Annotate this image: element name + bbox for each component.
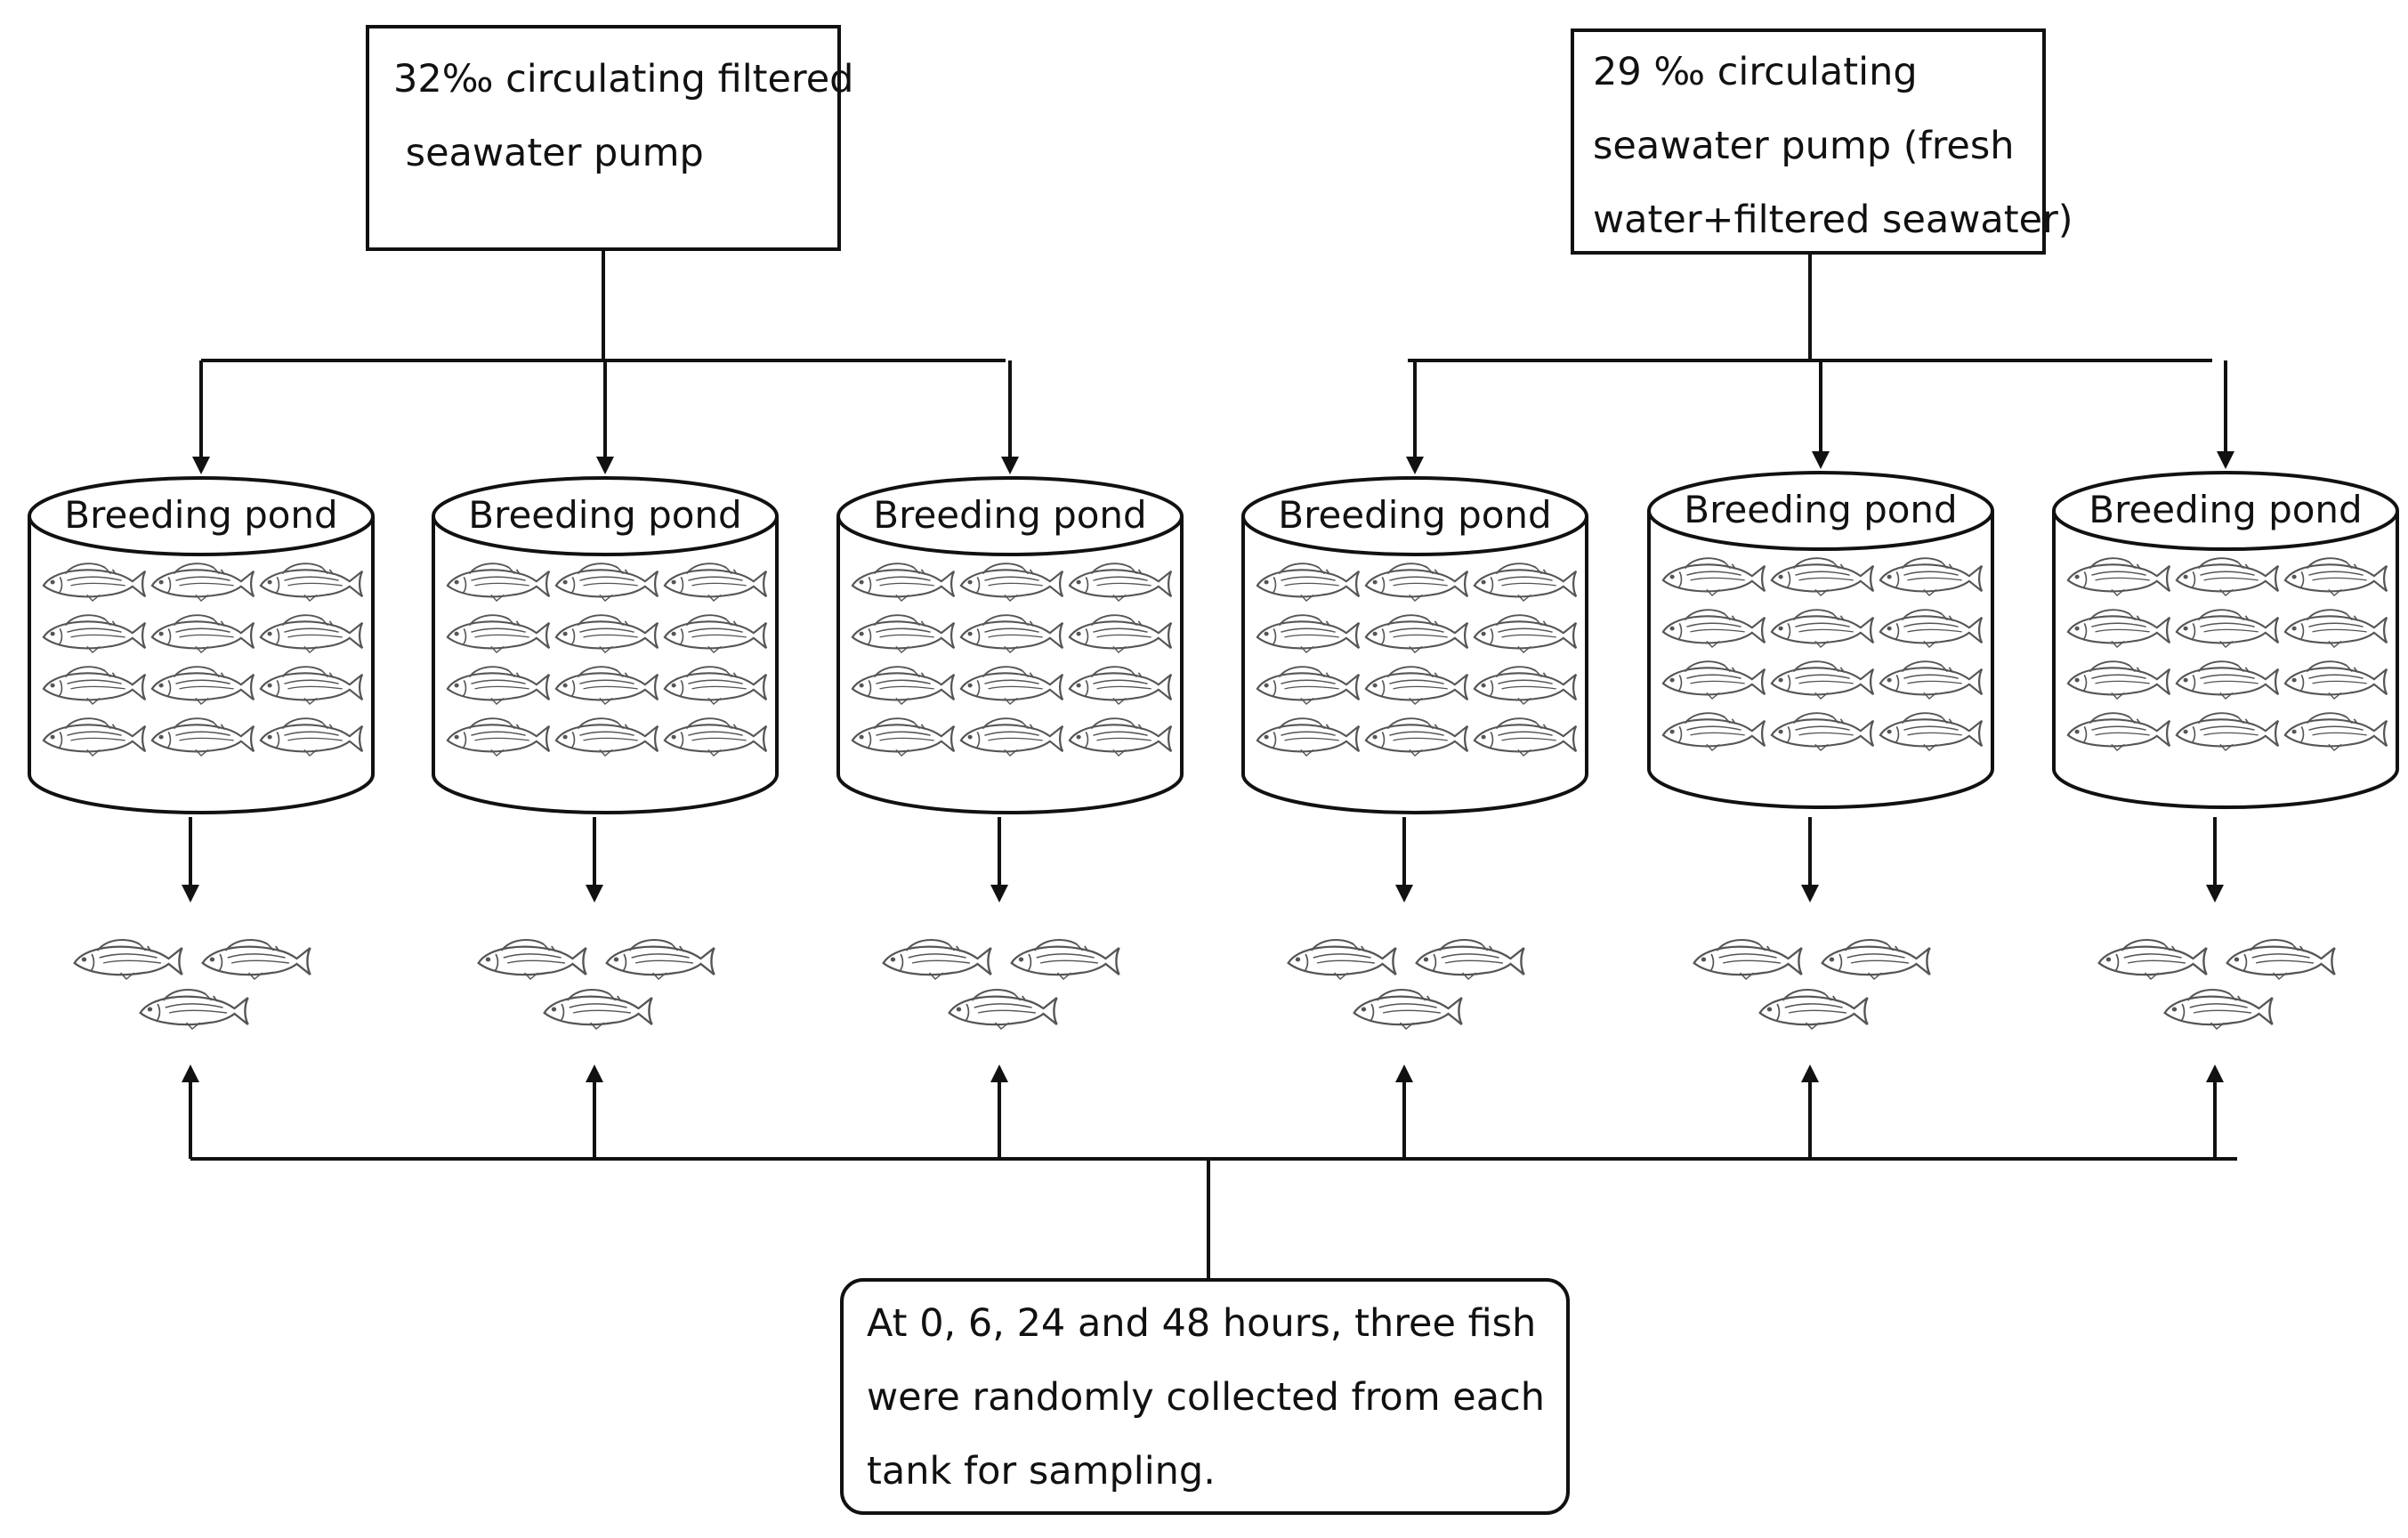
pond-rim (1241, 476, 1588, 556)
fish-icon (1415, 938, 1525, 981)
source-label-29: 29 ‰ circulating seawater pump (fresh wa… (1593, 36, 2073, 257)
sampled-fish-group (477, 938, 715, 1031)
sampling-label-line: tank for sampling. (867, 1449, 1216, 1493)
pond-rim (432, 476, 779, 556)
breeding-pond (1241, 476, 1588, 814)
fish-icon (1287, 938, 1397, 981)
source-label-line: seawater pump (393, 131, 704, 175)
sampling-label-line: were randomly collected from each (867, 1375, 1545, 1420)
fish-icon (948, 988, 1058, 1031)
source-box-29 (1571, 28, 2046, 255)
pond-rim (1647, 471, 1994, 551)
source-label-line: seawater pump (fresh (1593, 124, 2015, 168)
pond-body (432, 516, 779, 814)
sampling-box (840, 1278, 1570, 1515)
pond-rim (2052, 471, 2399, 551)
pond-body (1241, 516, 1588, 814)
fish-icon (2163, 988, 2274, 1031)
fish-icon (1010, 938, 1120, 981)
source-label-32: 32‰ circulating filtered seawater pump (393, 43, 853, 190)
fish-icon (882, 938, 992, 981)
pond-rim (28, 476, 375, 556)
fish-icon (139, 988, 249, 1031)
pond-body (1647, 511, 1994, 809)
breeding-pond (432, 476, 779, 814)
pond-body (836, 516, 1184, 814)
fish-icon (201, 938, 311, 981)
pond-label: Breeding pond (873, 493, 1147, 537)
sampling-label-line: At 0, 6, 24 and 48 hours, three fish (867, 1301, 1537, 1346)
sampled-fish-group (1287, 938, 1525, 1031)
sampled-fish-group (2097, 938, 2336, 1031)
fish-icon (2097, 938, 2208, 981)
fish-icon (543, 988, 653, 1031)
pond-label: Breeding pond (64, 493, 338, 537)
fish-icon (1693, 938, 1803, 981)
pond-rim (836, 476, 1184, 556)
source-box-32 (366, 25, 841, 251)
source-label-line: 32‰ circulating filtered (393, 57, 854, 101)
breeding-pond (1647, 471, 1994, 809)
source-label-line: water+filtered seawater) (1593, 198, 2073, 242)
fish-icon (1353, 988, 1463, 1031)
breeding-pond (836, 476, 1184, 814)
fish-icon (605, 938, 715, 981)
pond-label: Breeding pond (1684, 488, 1958, 531)
sampled-fish-group (1693, 938, 1931, 1031)
fish-icon (477, 938, 587, 981)
breeding-pond (2052, 471, 2399, 809)
source-label-line: 29 ‰ circulating (1593, 50, 1918, 94)
pond-body (2052, 511, 2399, 809)
fish-icon (1758, 988, 1869, 1031)
sampled-fish-group (882, 938, 1120, 1031)
pond-label: Breeding pond (2089, 488, 2363, 531)
sampling-label: At 0, 6, 24 and 48 hours, three fish wer… (867, 1287, 1545, 1509)
pond-body (28, 516, 375, 814)
fish-icon (1821, 938, 1931, 981)
breeding-pond (28, 476, 375, 814)
pond-label: Breeding pond (468, 493, 742, 537)
fish-icon (73, 938, 183, 981)
pond-label: Breeding pond (1278, 493, 1552, 537)
fish-icon (2226, 938, 2336, 981)
sampled-fish-group (73, 938, 311, 1031)
